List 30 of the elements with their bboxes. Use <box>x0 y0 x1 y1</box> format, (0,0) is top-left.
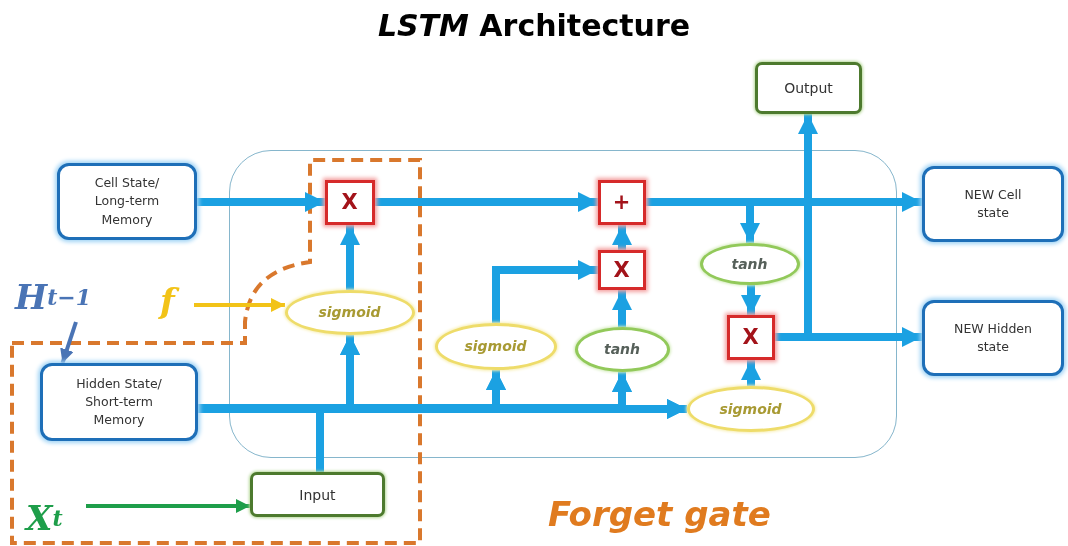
tanh-ellipse: tanh <box>574 326 670 372</box>
arrow <box>612 290 632 327</box>
operation-box: X <box>726 314 775 360</box>
state-box: Hidden State/ Short-term Memory <box>40 363 198 441</box>
io-box: Input <box>250 472 385 517</box>
state-box: NEW Hidden state <box>922 300 1064 376</box>
state-box: Cell State/ Long-term Memory <box>57 163 197 240</box>
lstm-cell-boundary <box>229 150 897 458</box>
arrow <box>60 321 78 364</box>
state-box: NEW Cell state <box>922 166 1064 242</box>
sigmoid-ellipse: sigmoid <box>686 385 815 432</box>
sigmoid-ellipse: sigmoid <box>284 289 415 335</box>
arrow <box>86 499 250 513</box>
io-box: Output <box>755 62 862 114</box>
tanh-ellipse: tanh <box>699 242 800 285</box>
operation-box: + <box>597 179 646 225</box>
arrow <box>741 360 761 386</box>
gate-label: Forget gate <box>548 494 771 534</box>
arrow <box>741 285 761 315</box>
sigmoid-ellipse: sigmoid <box>434 322 557 370</box>
operation-box: X <box>597 249 646 290</box>
arrow <box>197 192 325 212</box>
arrow <box>375 192 598 212</box>
operation-box: X <box>324 179 375 225</box>
arrow <box>340 225 360 290</box>
diagram-title: LSTM Architecture <box>377 8 691 43</box>
arrow <box>492 260 598 323</box>
arrow <box>194 298 285 312</box>
arrow <box>612 225 632 250</box>
math-symbol: f <box>160 276 194 326</box>
